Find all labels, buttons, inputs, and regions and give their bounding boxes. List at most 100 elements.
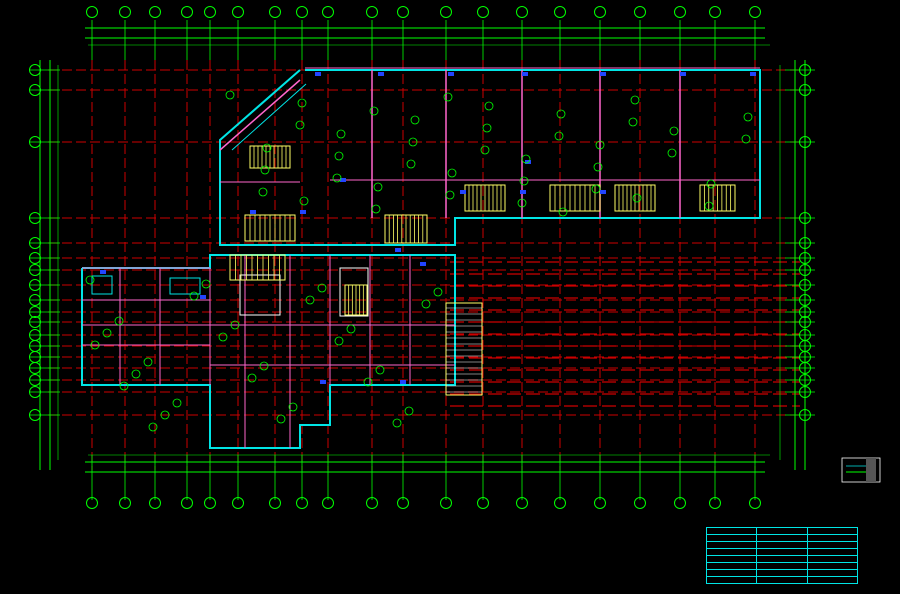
axis-bubble-left [29,306,41,318]
blue-marker [378,72,384,76]
elevator-box [239,274,281,316]
stair-block [445,302,483,396]
schedule-cell [806,562,859,570]
detail-bubble [743,112,753,122]
axis-bubble-top [634,6,646,18]
detail-bubble [102,328,112,338]
detail-bubble [404,406,414,416]
axis-bubble-left [29,294,41,306]
schedule-row [705,576,859,584]
detail-bubble [299,196,309,206]
material-schedule-table [705,519,859,585]
schedule-row [705,569,859,577]
detail-bubble [276,414,286,424]
stair-block [464,184,506,212]
axis-bubble-top [397,6,409,18]
axis-bubble-bottom [477,497,489,509]
detail-bubble [519,176,529,186]
axis-bubble-top [149,6,161,18]
axis-bubble-bottom [232,497,244,509]
axis-bubble-top [269,6,281,18]
axis-bubble-top [322,6,334,18]
detail-bubble [85,275,95,285]
axis-bubble-bottom [181,497,193,509]
detail-bubble [317,283,327,293]
blue-marker [420,262,426,266]
schedule-cell [756,555,808,563]
axis-bubble-left [29,212,41,224]
schedule-cell [756,534,808,542]
axis-bubble-bottom [366,497,378,509]
axis-bubble-right [799,252,811,264]
axis-bubble-top [674,6,686,18]
axis-bubble-top [554,6,566,18]
axis-bubble-left [29,237,41,249]
detail-bubble [119,381,129,391]
axis-bubble-top [204,6,216,18]
axis-bubble-bottom [119,497,131,509]
room-box [169,277,201,295]
detail-bubble [363,377,373,387]
detail-bubble [706,179,716,189]
detail-bubble [305,295,315,305]
axis-bubble-right [799,374,811,386]
detail-bubble [554,131,564,141]
axis-bubble-bottom [397,497,409,509]
detail-bubble [295,120,305,130]
schedule-row [705,555,859,563]
detail-bubble [143,357,153,367]
detail-bubble [332,173,342,183]
detail-bubble [334,336,344,346]
detail-bubble [593,162,603,172]
schedule-caption [707,519,858,528]
detail-bubble [669,126,679,136]
stair-block [344,284,368,316]
detail-bubble [392,418,402,428]
axis-bubble-right [799,264,811,276]
detail-bubble [201,279,211,289]
axis-bubble-top [440,6,452,18]
axis-bubble-left [29,362,41,374]
room-box [339,267,369,317]
axis-bubble-bottom [749,497,761,509]
detail-bubble [445,190,455,200]
axis-bubble-right [799,212,811,224]
blue-marker [750,72,756,76]
schedule-cell [806,555,859,563]
schedule-cell [806,534,859,542]
axis-bubble-bottom [674,497,686,509]
detail-bubble [336,129,346,139]
dimension-lines [29,6,815,509]
axis-bubble-bottom [296,497,308,509]
schedule-row [705,562,859,570]
schedule-header-2 [756,527,808,535]
detail-bubble [260,165,270,175]
schedule-header-3 [806,527,859,535]
stair-block [249,145,291,169]
axis-bubble-top [516,6,528,18]
blue-marker [250,210,256,214]
blue-marker [200,295,206,299]
detail-bubble [406,159,416,169]
blue-marker [395,248,401,252]
detail-bubble [131,369,141,379]
schedule-row [705,541,859,549]
room-box [91,275,113,295]
detail-bubble [556,109,566,119]
blue-marker [600,72,606,76]
axis-bubble-bottom [204,497,216,509]
detail-bubble [288,402,298,412]
axis-bubble-left [29,252,41,264]
detail-bubble [258,187,268,197]
axis-bubble-top [594,6,606,18]
axis-bubble-left [29,84,41,96]
schedule-cell [705,576,758,584]
blue-marker [315,72,321,76]
detail-bubble [704,201,714,211]
axis-bubble-right [799,279,811,291]
detail-bubble [230,320,240,330]
axis-bubble-top [181,6,193,18]
detail-bubble [591,184,601,194]
schedule-cell [705,534,758,542]
axis-bubble-right [799,306,811,318]
